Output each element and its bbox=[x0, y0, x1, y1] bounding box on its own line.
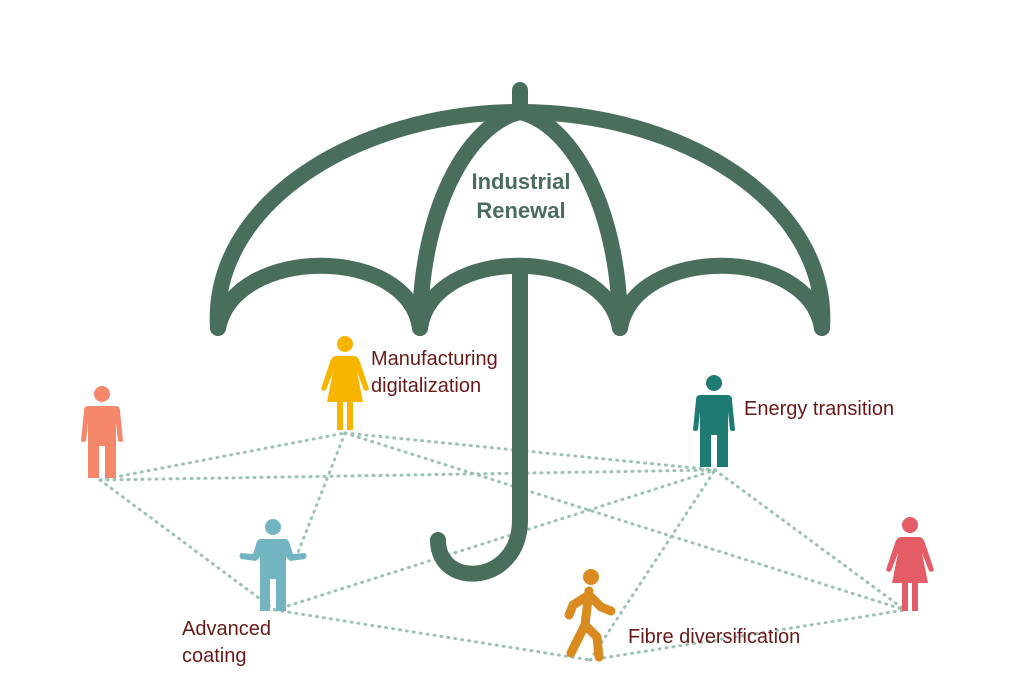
link bbox=[713, 468, 907, 612]
link bbox=[293, 431, 347, 562]
network-links bbox=[98, 431, 907, 662]
woman-icon bbox=[321, 336, 369, 430]
label-coating-line1: Advanced bbox=[182, 618, 271, 640]
walking-person-icon bbox=[564, 569, 616, 662]
link bbox=[98, 478, 277, 612]
person-icon bbox=[693, 375, 735, 467]
link bbox=[588, 608, 907, 662]
label-fibre-diversification: Fibre diversification bbox=[628, 626, 800, 648]
person-icon bbox=[81, 386, 123, 478]
link bbox=[343, 431, 717, 472]
umbrella-title-line1: Industrial bbox=[471, 169, 570, 194]
woman-icon bbox=[886, 517, 934, 611]
label-coating-line2: coating bbox=[182, 645, 247, 667]
link bbox=[588, 468, 717, 662]
umbrella-icon bbox=[209, 82, 831, 582]
label-manufacturing-line1: Manufacturing bbox=[371, 348, 498, 370]
label-manufacturing-line2: digitalization bbox=[371, 375, 481, 397]
link bbox=[98, 431, 347, 482]
link bbox=[273, 608, 592, 662]
link bbox=[98, 468, 717, 482]
link bbox=[273, 468, 717, 612]
umbrella-title-line2: Renewal bbox=[476, 198, 565, 223]
link bbox=[343, 431, 907, 612]
shrug-person-icon bbox=[239, 519, 307, 611]
label-energy-transition: Energy transition bbox=[744, 398, 894, 420]
